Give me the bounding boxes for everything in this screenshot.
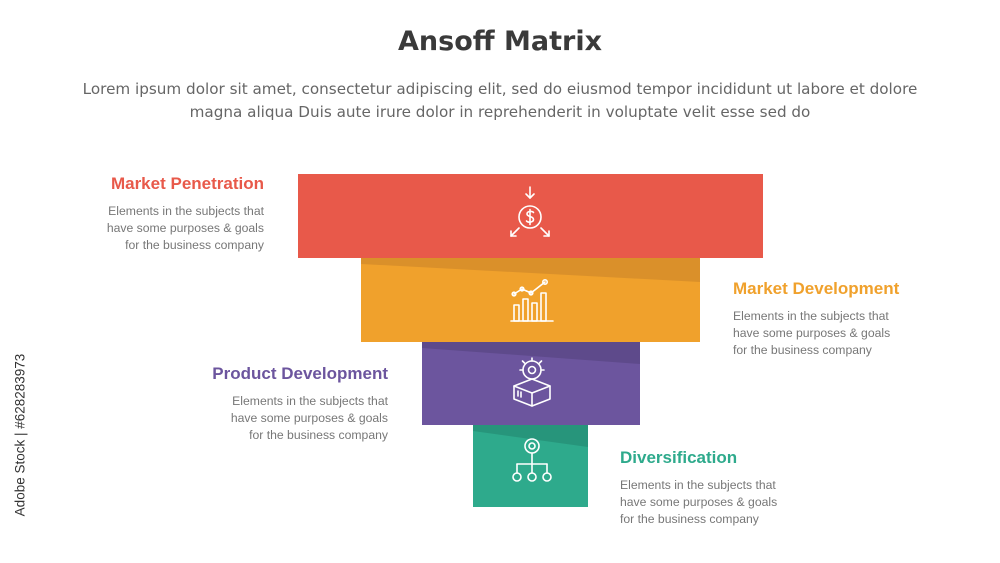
watermark-text: Adobe Stock | #628283973	[12, 353, 28, 516]
desc-diversification: Elements in the subjects that have some …	[620, 478, 778, 526]
dollar-coin-arrows-icon	[510, 186, 550, 237]
label-diversification: Diversification	[620, 448, 738, 467]
network-hierarchy-icon	[512, 438, 552, 482]
funnel-bar-market-development	[361, 258, 700, 342]
gear-box-icon	[513, 357, 551, 407]
desc-product-development: Elements in the subjects that have some …	[230, 394, 388, 442]
label-product-development: Product Development	[212, 364, 388, 383]
page-title: Ansoff Matrix	[398, 26, 602, 57]
label-market-development: Market Development	[733, 279, 900, 298]
desc-market-penetration: Elements in the subjects that have some …	[106, 204, 264, 252]
bar-chart-growth-icon	[510, 278, 554, 322]
funnel-bar-product-development	[422, 342, 640, 425]
page-subtitle: Lorem ipsum dolor sit amet, consectetur …	[82, 80, 918, 121]
label-market-penetration: Market Penetration	[110, 174, 264, 193]
desc-market-development: Elements in the subjects that have some …	[733, 309, 891, 357]
stock-watermark: Adobe Stock | #628283973	[6, 322, 34, 547]
